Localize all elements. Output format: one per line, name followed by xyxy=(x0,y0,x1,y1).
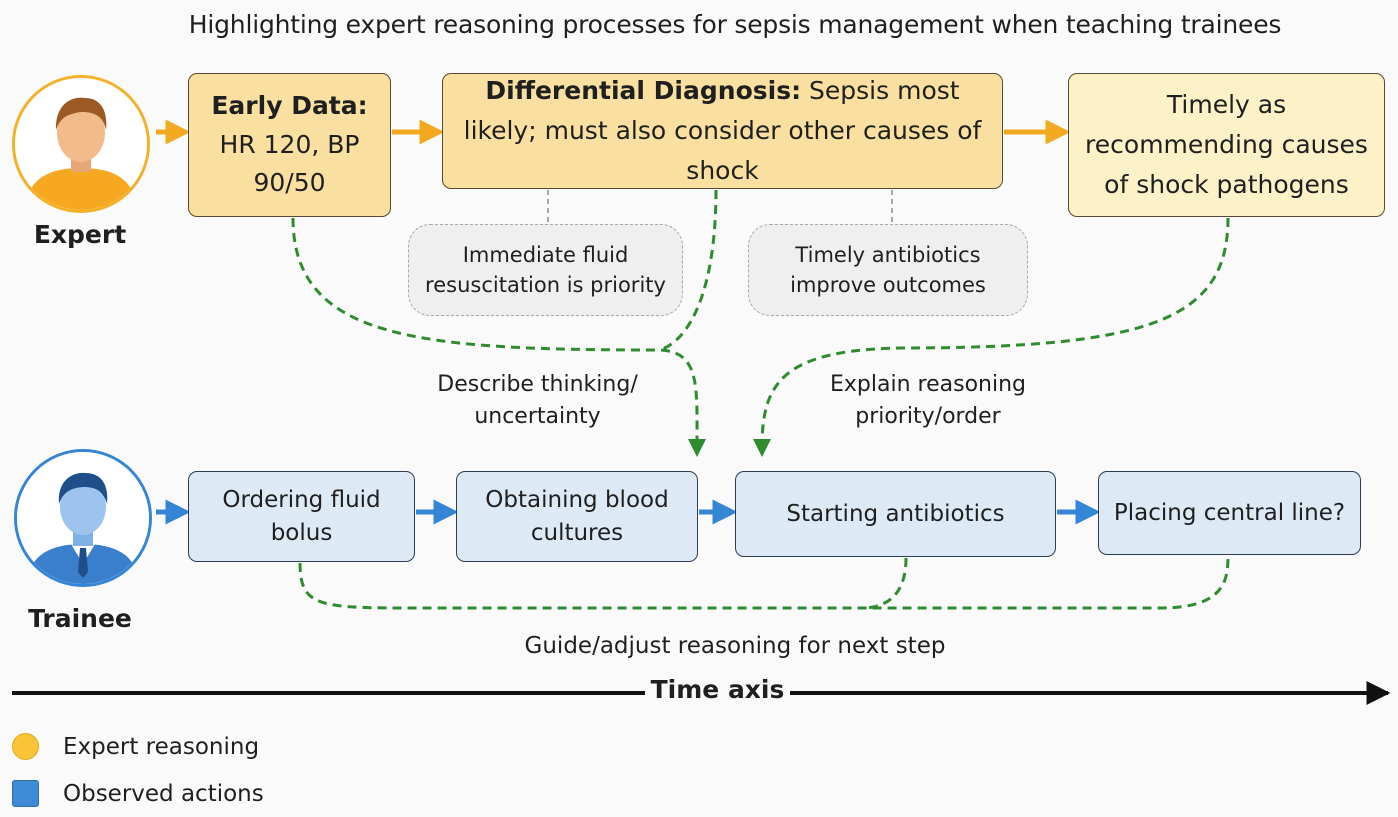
placing-central-line-box: Placing central line? xyxy=(1098,471,1361,555)
fluid-priority-note: Immediate fluid resuscitation is priorit… xyxy=(408,224,683,316)
link-timely-to-trainee xyxy=(753,217,1230,457)
action-line-text: Placing central line? xyxy=(1113,499,1346,526)
timely-pathogens-box: Timely as recommending causes of shock p… xyxy=(1068,73,1385,217)
person-in-suit-avatar-icon xyxy=(17,452,149,584)
person-avatar-icon xyxy=(15,78,147,210)
antibiotics-note-text: Timely antibiotics improve outcomes xyxy=(790,242,986,297)
link-early-data-to-trainee xyxy=(291,217,707,457)
link-differential-to-trainee xyxy=(659,189,718,352)
legend-observed-text: Observed actions xyxy=(63,780,264,807)
timely-text: Timely as recommending causes of shock p… xyxy=(1085,90,1368,199)
action-blood-text: Obtaining blood cultures xyxy=(485,487,669,546)
link-abx-feedback xyxy=(865,557,908,610)
legend-expert-reasoning: Expert reasoning xyxy=(12,733,259,760)
time-axis-label: Time axis xyxy=(645,675,790,704)
describe-thinking-annotation: Describe thinking/ uncertainty xyxy=(437,372,638,429)
guide-reasoning-annotation: Guide/adjust reasoning for next step xyxy=(524,633,946,659)
fluid-note-text: Immediate fluid resuscitation is priorit… xyxy=(425,242,666,297)
trainee-avatar xyxy=(14,449,152,587)
legend-square-icon xyxy=(12,780,39,807)
explain-reasoning-annotation: Explain reasoning priority/order xyxy=(830,372,1026,429)
legend-circle-icon xyxy=(12,733,39,760)
differential-text: Sepsis most likely; must also consider o… xyxy=(463,76,982,185)
action-abx-text: Starting antibiotics xyxy=(786,500,1005,527)
link-trainee-feedback xyxy=(298,555,1230,610)
differential-diagnosis-box: Differential Diagnosis: Sepsis most like… xyxy=(442,73,1003,189)
trainee-label: Trainee xyxy=(28,604,132,633)
ordering-fluid-bolus-box: Ordering fluid bolus xyxy=(188,471,415,562)
early-data-box: Early Data: HR 120, BP 90/50 xyxy=(188,73,391,217)
obtaining-blood-cultures-box: Obtaining blood cultures xyxy=(456,471,698,562)
note-connectors xyxy=(547,190,893,224)
legend-observed-actions: Observed actions xyxy=(12,780,264,807)
starting-antibiotics-box: Starting antibiotics xyxy=(735,471,1056,557)
action-fluid-text: Ordering fluid bolus xyxy=(222,487,381,546)
expert-label: Expert xyxy=(33,220,127,249)
early-data-heading: Early Data: xyxy=(211,90,368,120)
legend-expert-text: Expert reasoning xyxy=(63,733,260,760)
early-data-text: HR 120, BP 90/50 xyxy=(219,129,360,198)
diagram-title: Highlighting expert reasoning processes … xyxy=(188,10,1282,39)
expert-avatar xyxy=(12,75,150,213)
guidance-links xyxy=(291,189,1230,610)
antibiotics-note: Timely antibiotics improve outcomes xyxy=(748,224,1028,316)
differential-heading: Differential Diagnosis: xyxy=(485,76,802,105)
